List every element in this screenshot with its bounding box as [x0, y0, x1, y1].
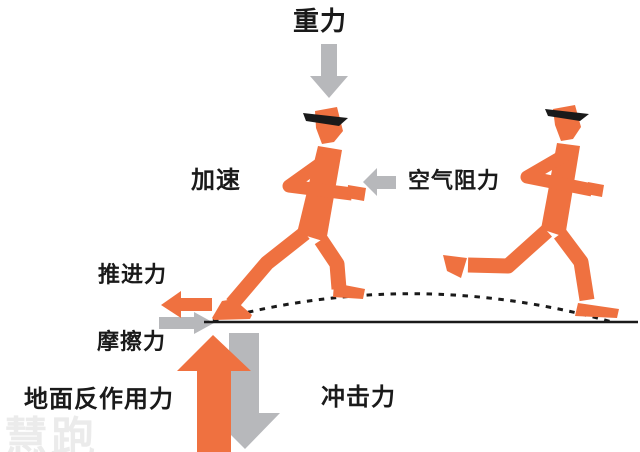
runner2-hand	[586, 182, 604, 197]
runner-push-off	[212, 107, 366, 320]
air-resistance-arrow	[363, 168, 396, 196]
runner1-cap-icon	[303, 113, 348, 126]
runner2-cap-icon	[545, 109, 589, 121]
runner1-hand	[347, 185, 366, 201]
runner1-front-foot	[333, 283, 365, 299]
watermark: 慧跑	[4, 413, 98, 452]
friction-label: 摩擦力	[97, 330, 167, 355]
runner2-front-leg	[554, 229, 595, 302]
impact-label: 冲击力	[321, 383, 396, 411]
runner1-back-foot	[212, 299, 252, 320]
propulsion-label: 推进力	[98, 263, 168, 288]
ground-reaction-label: 地面反作用力	[24, 385, 174, 413]
propulsion-arrow	[161, 291, 212, 318]
runner1-front-leg	[314, 235, 347, 290]
gravity-label: 重力	[293, 7, 348, 37]
runner2-back-leg	[467, 225, 553, 274]
runner1-back-leg	[226, 227, 310, 309]
runner2-front-foot	[575, 303, 619, 318]
acceleration-label: 加速	[191, 166, 241, 194]
trajectory-dotted-arc	[212, 292, 613, 324]
ground-reaction-arrow	[177, 335, 251, 452]
runner2-arm	[520, 146, 594, 197]
runner2-back-foot	[443, 255, 467, 278]
runner-landing	[443, 105, 619, 318]
runner1-arm	[282, 150, 353, 201]
air-resistance-label: 空气阻力	[408, 169, 501, 194]
friction-arrow	[159, 312, 214, 334]
gravity-arrow	[310, 44, 348, 98]
